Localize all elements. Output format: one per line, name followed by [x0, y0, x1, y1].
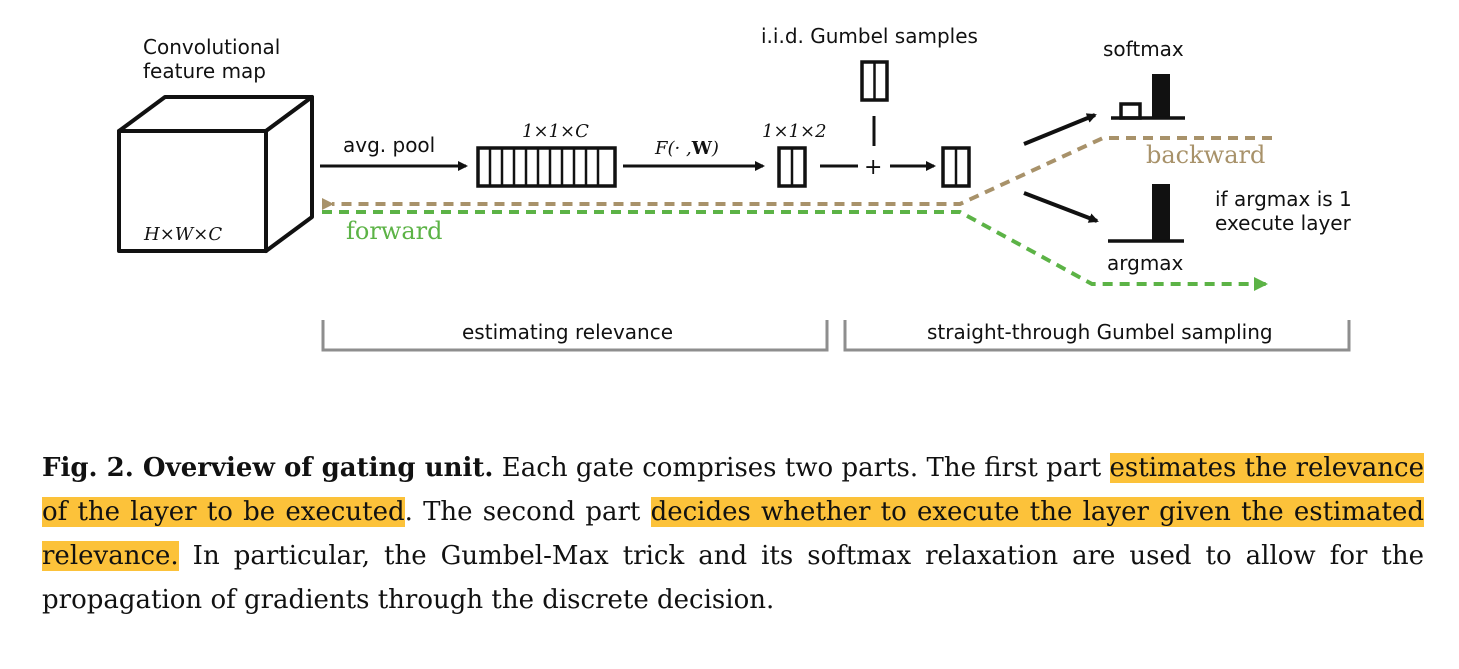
- avg-pool-label: avg. pool: [343, 133, 435, 157]
- caption-label: Fig. 2. Overview of gating unit.: [42, 453, 494, 483]
- logits-dims-label: 1×1×2: [762, 121, 827, 142]
- feature-map-cube: [117, 95, 314, 253]
- caption-text-1: Each gate comprises two parts. The first…: [493, 453, 1110, 483]
- caption-text-3: In particular, the Gumbel-Max trick and …: [42, 541, 1424, 615]
- feature-map-label-line1: Convolutional: [143, 35, 280, 59]
- argmax-histogram: [1108, 184, 1184, 243]
- execute-label-line2: execute layer: [1215, 211, 1352, 235]
- softmax-histogram: [1111, 74, 1185, 120]
- noisy-logits-vector: [941, 146, 971, 188]
- backward-label: backward: [1146, 141, 1265, 169]
- backward-path: [322, 136, 1272, 210]
- forward-path: [322, 210, 1268, 291]
- plus-sign: +: [864, 155, 882, 180]
- gating-unit-diagram: Convolutional feature map H×W×C avg. poo…: [117, 24, 1352, 352]
- gumbel-label: i.i.d. Gumbel samples: [761, 24, 978, 48]
- feature-map-label-line2: feature map: [143, 59, 266, 83]
- cube-dims-label: H×W×C: [143, 224, 222, 245]
- function-label-suffix: ): [711, 138, 719, 159]
- gumbel-vector: [860, 60, 889, 102]
- function-label: F(· ,W): [654, 138, 719, 159]
- forward-label: forward: [346, 217, 443, 245]
- pooled-vector: [476, 146, 617, 188]
- bracket-right-label: straight-through Gumbel sampling: [927, 320, 1273, 344]
- softmax-label: softmax: [1103, 37, 1184, 61]
- argmax-arrow: [1023, 191, 1099, 223]
- caption-text-2: . The second part: [404, 497, 651, 527]
- figure-caption: Fig. 2. Overview of gating unit. Each ga…: [42, 446, 1425, 622]
- execute-label-line1: if argmax is 1: [1215, 187, 1352, 211]
- pooled-dims-label: 1×1×C: [522, 121, 589, 142]
- softmax-arrow: [1023, 113, 1097, 146]
- function-label-w: W: [691, 138, 713, 159]
- bracket-estimating-relevance: [321, 320, 829, 352]
- bracket-left-label: estimating relevance: [462, 320, 673, 344]
- logits-vector: [777, 146, 807, 188]
- bracket-gumbel-sampling: [843, 320, 1351, 352]
- argmax-label: argmax: [1107, 251, 1184, 275]
- function-label-prefix: F(· ,: [654, 138, 692, 159]
